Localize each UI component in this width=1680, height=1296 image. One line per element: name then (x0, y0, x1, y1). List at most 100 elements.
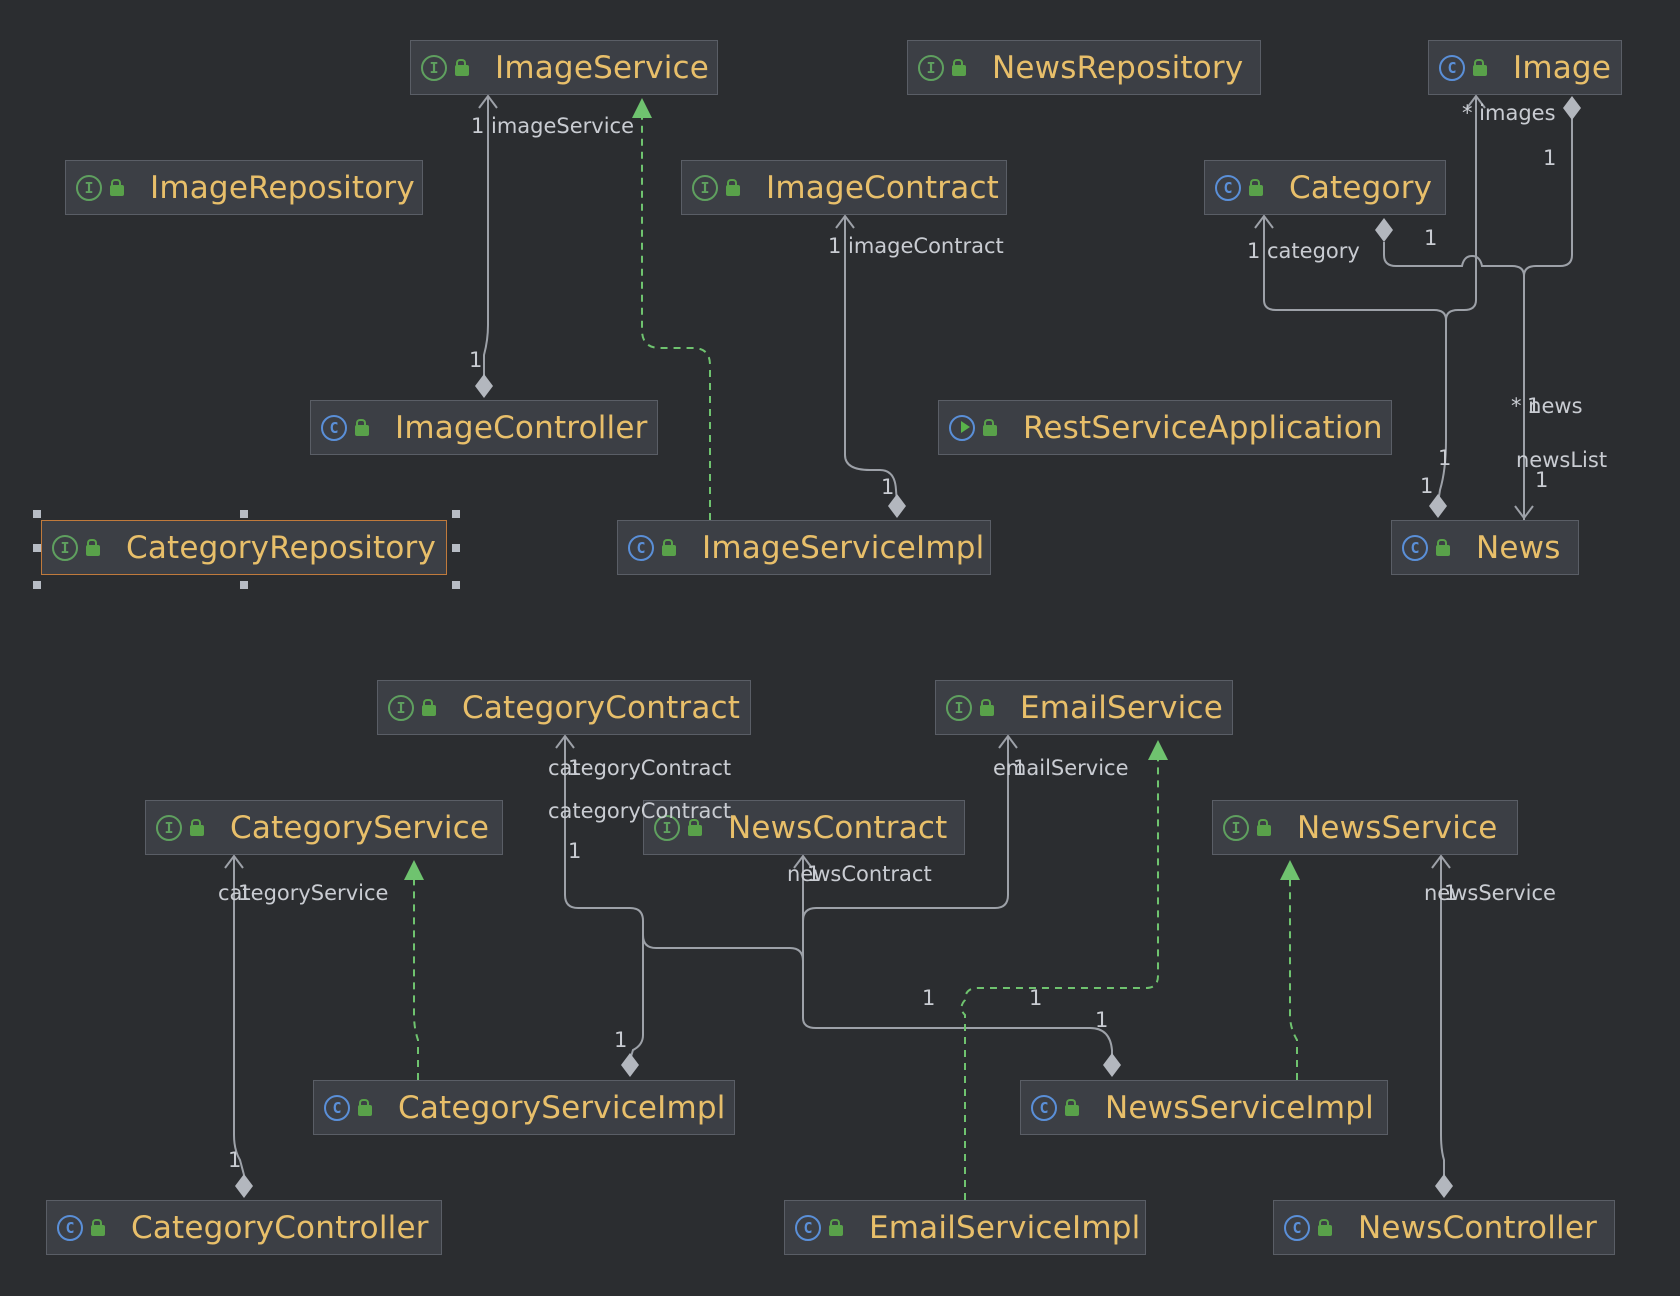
public-visibility-icon (1065, 1099, 1079, 1116)
public-visibility-icon (455, 59, 469, 76)
composition-diamond (1375, 218, 1393, 242)
class-icon: C (1284, 1214, 1310, 1241)
edge-newscontroller-newsservice[interactable] (1440, 856, 1445, 1175)
class-icon: C (1402, 534, 1428, 561)
public-visibility-icon (1257, 819, 1271, 836)
role-label: newsContract (787, 862, 932, 886)
public-visibility-icon (983, 419, 997, 436)
class-icon: C (1031, 1094, 1057, 1121)
node-title: ImageController (395, 409, 648, 446)
class-icon: C (628, 534, 654, 561)
multiplicity-label: 1 (1420, 474, 1434, 498)
multiplicity-label: * news (1511, 394, 1583, 418)
edge-imageserviceimpl-imagecontract[interactable] (844, 216, 898, 504)
selection-handle[interactable] (33, 544, 41, 552)
composition-diamond (888, 494, 906, 518)
realization-arrowhead (632, 98, 652, 118)
public-visibility-icon (1249, 179, 1263, 196)
multiplicity-label: 1 (471, 114, 485, 138)
navigability-arrow (224, 854, 244, 869)
multiplicity-label: 1 (1247, 239, 1261, 263)
node-title: ImageServiceImpl (702, 529, 985, 566)
node-title: CategoryContract (462, 689, 741, 726)
selection-handle[interactable] (240, 581, 248, 589)
navigability-arrow (1254, 214, 1274, 229)
class-icon: C (324, 1094, 350, 1121)
role-label: categoryService (218, 881, 389, 905)
role-label: newsList (1516, 448, 1608, 472)
runnable-class-icon (949, 414, 975, 441)
edge-news-category[interactable] (1263, 216, 1447, 321)
composition-diamond (1103, 1053, 1121, 1077)
node-title: Category (1289, 169, 1433, 206)
multiplicity-label: 1 (238, 881, 252, 905)
uml-node-image-service-impl[interactable]: C ImageServiceImpl (617, 520, 991, 575)
edge-image-news[interactable] (1523, 115, 1573, 277)
multiplicity-label: 1 (1543, 146, 1557, 170)
node-title: CategoryService (230, 809, 490, 846)
navigability-arrow (793, 854, 813, 869)
realization-newsserviceimpl-newsservice[interactable] (1289, 880, 1298, 1080)
navigability-arrow (998, 734, 1018, 749)
composition-diamond (621, 1053, 639, 1077)
node-title: ImageService (495, 49, 710, 86)
selection-handle[interactable] (33, 581, 41, 589)
edge-imagecontroller-imageservice[interactable] (483, 96, 489, 383)
multiplicity-label: 1 (828, 234, 842, 258)
selection-handle[interactable] (33, 510, 41, 518)
role-label: newsService (1424, 881, 1556, 905)
multiplicity-label: 1 (1095, 1008, 1109, 1032)
selection-handle[interactable] (452, 581, 460, 589)
selection-handle[interactable] (452, 544, 460, 552)
edge-category-news[interactable] (1383, 242, 1525, 520)
uml-node-rest-service-application[interactable]: RestServiceApplication (938, 400, 1392, 455)
navigability-arrow (835, 214, 855, 229)
selection-handle[interactable] (452, 510, 460, 518)
realization-arrowhead (404, 860, 424, 880)
role-label: categoryContract (548, 799, 732, 823)
public-visibility-icon (1318, 1219, 1332, 1236)
uml-node-email-service-impl[interactable]: C EmailServiceImpl (784, 1200, 1146, 1255)
public-visibility-icon (662, 539, 676, 556)
role-label: imageService (491, 114, 635, 138)
class-icon: C (795, 1214, 821, 1241)
edge-newsserviceimpl-emailservice[interactable] (802, 736, 1009, 922)
interface-icon: I (76, 174, 102, 201)
node-title: EmailServiceImpl (869, 1209, 1141, 1246)
public-visibility-icon (1436, 539, 1450, 556)
multiplicity-label: 1 (1013, 756, 1027, 780)
navigability-arrow (478, 94, 498, 109)
navigability-arrow (1431, 854, 1451, 869)
navigability-arrow (1466, 94, 1486, 109)
selection-handle[interactable] (240, 510, 248, 518)
edge-newsserviceimpl-categorycontract[interactable] (642, 934, 1113, 1056)
edge-categorycontroller-categoryservice[interactable] (233, 856, 245, 1176)
navigability-arrow (1514, 505, 1534, 520)
edge-news-image[interactable] (1437, 96, 1477, 504)
node-title: CategoryController (131, 1209, 429, 1246)
realization-emailserviceimpl-emailservice[interactable] (960, 760, 1159, 1200)
edge-categoryserviceimpl-categorycontract[interactable] (564, 736, 644, 1061)
public-visibility-icon (952, 59, 966, 76)
realization-imageserviceimpl-imageservice[interactable] (641, 118, 711, 520)
realization-categoryserviceimpl-categoryservice[interactable] (413, 880, 419, 1080)
